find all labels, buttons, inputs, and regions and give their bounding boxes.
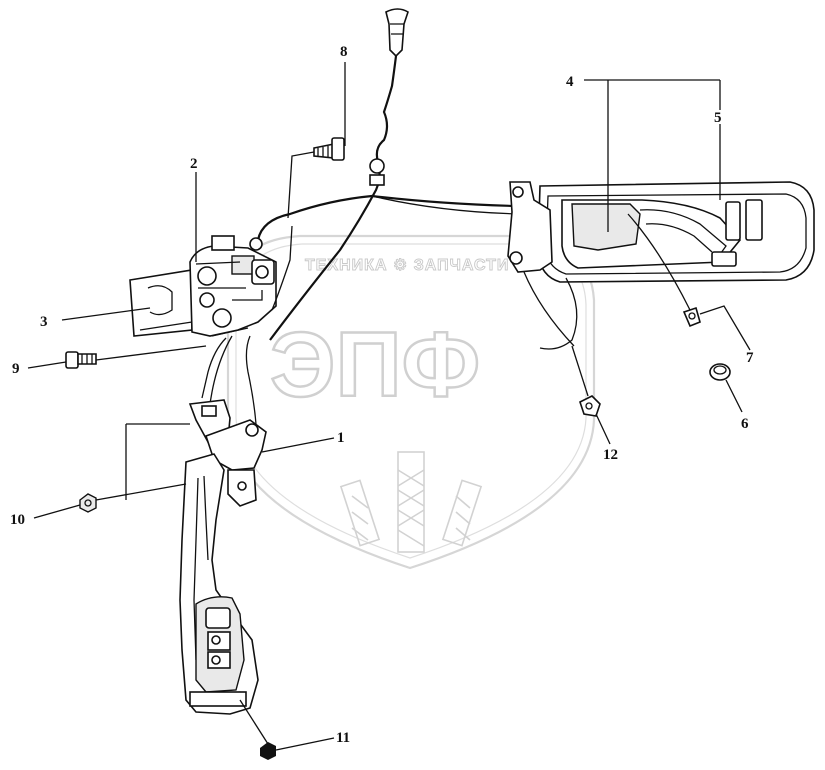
nut-11 bbox=[260, 742, 276, 760]
handle-rod bbox=[627, 213, 691, 311]
clip-7 bbox=[682, 306, 701, 328]
clip-12 bbox=[579, 395, 601, 417]
lock-rod bbox=[205, 335, 233, 427]
nut-10 bbox=[79, 493, 97, 513]
callout-11: 11 bbox=[336, 730, 350, 746]
callout-12: 12 bbox=[603, 447, 618, 463]
cable-clip bbox=[369, 158, 385, 186]
watermark-shield: ЭПФ ТЕХНИКА ⚙ ЗАПЧАСТИ bbox=[226, 234, 596, 570]
handle-bracket bbox=[507, 181, 553, 273]
callout-3: 3 bbox=[40, 314, 48, 330]
callout-1: 1 bbox=[337, 430, 345, 446]
callout-8: 8 bbox=[340, 44, 348, 60]
watermark-brand: ТЕХНИКА ⚙ ЗАПЧАСТИ bbox=[305, 257, 509, 274]
cable-end-fitting bbox=[385, 8, 409, 58]
release-cable-upper bbox=[269, 55, 398, 341]
callout-6: 6 bbox=[741, 416, 749, 432]
outer-handle-assembly bbox=[179, 453, 259, 715]
watermark-logo: ЭПФ bbox=[270, 314, 480, 416]
interior-handle-bezel bbox=[537, 181, 815, 283]
door-lock-body bbox=[129, 235, 277, 337]
callout-7: 7 bbox=[746, 350, 754, 366]
callout-labels: 8 2 4 5 3 9 7 6 1 12 10 11 bbox=[10, 44, 754, 746]
bolt-9 bbox=[65, 351, 97, 369]
watermark-wheat-icon bbox=[339, 451, 483, 553]
callout-4: 4 bbox=[566, 74, 574, 90]
callout-10: 10 bbox=[10, 512, 25, 528]
bolt-8 bbox=[313, 137, 345, 161]
leader-lines bbox=[27, 62, 751, 751]
callout-9: 9 bbox=[12, 361, 20, 377]
callout-5: 5 bbox=[714, 110, 722, 126]
plug-6 bbox=[709, 363, 731, 381]
callout-2: 2 bbox=[190, 156, 198, 172]
